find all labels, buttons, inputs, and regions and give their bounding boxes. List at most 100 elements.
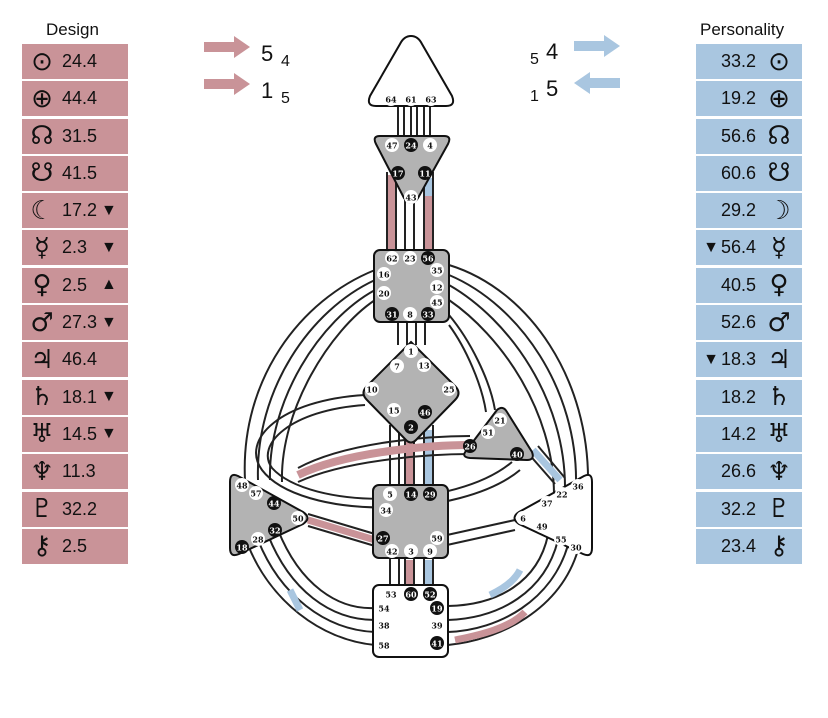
gate-circle — [251, 532, 265, 546]
gate-number: 18 — [236, 543, 248, 553]
gate-circle — [493, 413, 507, 427]
gate-32: 32 — [268, 523, 282, 537]
personality-row-north-node: 56.6☊ — [696, 118, 802, 154]
sun-icon: ⊙ — [768, 46, 790, 77]
design-value: 11.3 — [62, 461, 96, 482]
personality-marker: ▼ — [703, 238, 719, 256]
gate-number: 63 — [425, 95, 437, 105]
gate-number: 44 — [268, 499, 280, 509]
gate-15: 15 — [387, 403, 401, 417]
gate-number: 34 — [380, 506, 392, 516]
personality-value: 14.2 — [720, 423, 756, 444]
personality-value: 33.2 — [720, 51, 756, 71]
personality-row-neptune: 26.6♆ — [696, 454, 802, 490]
gate-number: 39 — [431, 621, 443, 631]
gate-circle — [387, 403, 401, 417]
gate-number: 54 — [378, 604, 390, 614]
gate-44: 44 — [267, 496, 281, 510]
gate-number: 33 — [422, 310, 434, 320]
gate-22: 22 — [555, 487, 569, 501]
gate-37: 37 — [540, 496, 554, 510]
design-value: 17.2 — [62, 200, 98, 221]
moon-icon: ☽ — [767, 195, 791, 226]
earth-icon: ⊕ — [31, 83, 53, 114]
gate-circle — [385, 307, 399, 321]
solar-plexus-center — [513, 473, 593, 557]
gate-35: 35 — [430, 263, 444, 277]
gate-circle — [377, 618, 391, 632]
design-row-jupiter: ♃46.4 — [22, 342, 128, 378]
design-row-earth: ⊕44.4 — [22, 81, 128, 117]
personality-row-jupiter: ▼18.3♃ — [696, 342, 802, 378]
personality-value: 18.3 — [720, 349, 756, 370]
gate-11: 11 — [418, 166, 432, 180]
gate-number: 8 — [407, 310, 413, 320]
design-value: 18.1 — [62, 386, 98, 407]
gate-number: 13 — [418, 361, 430, 371]
gate-64: 64 — [384, 92, 398, 106]
personality-bottom-variable-sub: 1 — [530, 88, 539, 105]
personality-value: 19.2 — [720, 88, 756, 109]
gate-number: 7 — [394, 362, 400, 372]
design-row-moon: ☾17.2▼ — [22, 193, 128, 229]
personality-row-chiron: 23.4⚷ — [696, 528, 802, 564]
pluto-icon: ♇ — [767, 494, 791, 525]
design-value: 41.5 — [62, 162, 98, 183]
gate-number: 17 — [392, 169, 403, 179]
design-row-chiron: ⚷2.5 — [22, 528, 128, 564]
gate-number: 43 — [405, 193, 417, 203]
personality-row-earth: 19.2⊕ — [696, 81, 802, 117]
gate-40: 40 — [510, 447, 524, 461]
throat-center — [373, 249, 450, 323]
gate-circle — [379, 503, 393, 517]
gate-number: 59 — [431, 534, 443, 544]
design-row-venus: ♀2.5▲ — [22, 267, 128, 303]
design-row-sun: ⊙24.4 — [22, 44, 128, 79]
gate-number: 4 — [427, 141, 433, 151]
personality-planet-column: 33.2⊙ 19.2⊕ 56.6☊ 60.6☋ 29.2☽ ▼56.4☿ 40.… — [696, 44, 802, 566]
gate-39: 39 — [430, 618, 444, 632]
gate-number: 29 — [424, 490, 436, 500]
gate-43: 43 — [404, 190, 418, 204]
gate-7: 7 — [390, 359, 404, 373]
gate-13: 13 — [417, 358, 431, 372]
personality-value: 56.6 — [720, 125, 756, 146]
mars-icon: ♂ — [30, 307, 54, 338]
gate-50: 50 — [291, 511, 305, 525]
neptune-icon: ♆ — [30, 456, 54, 487]
gate-number: 51 — [482, 428, 493, 438]
gate-number: 15 — [388, 406, 399, 416]
gate-circle — [555, 487, 569, 501]
gate-number: 49 — [536, 522, 548, 532]
gate-6: 6 — [516, 511, 530, 525]
gate-circle — [430, 636, 444, 650]
gate-circle — [403, 307, 417, 321]
gate-circle — [569, 540, 583, 554]
gate-number: 35 — [431, 266, 442, 276]
gate-29: 29 — [423, 487, 437, 501]
gate-number: 22 — [556, 490, 567, 500]
personality-bottom-arrow-icon — [574, 72, 620, 94]
venus-icon: ♀ — [32, 270, 52, 301]
design-top-variable-sub: 4 — [281, 53, 290, 70]
gate-circle — [377, 267, 391, 281]
gate-number: 9 — [427, 547, 433, 557]
gate-number: 28 — [252, 535, 264, 545]
gate-31: 31 — [385, 307, 399, 321]
pluto-icon: ♇ — [30, 494, 54, 525]
gate-circle — [423, 138, 437, 152]
gate-30: 30 — [569, 540, 583, 554]
personality-value: 40.5 — [720, 274, 756, 295]
saturn-icon: ♄ — [767, 382, 791, 413]
gate-47: 47 — [385, 138, 399, 152]
gate-28: 28 — [251, 532, 265, 546]
gate-number: 24 — [405, 141, 417, 151]
gate-14: 14 — [404, 487, 418, 501]
design-marker: ▲ — [101, 276, 117, 294]
gate-circle — [267, 496, 281, 510]
gate-circle — [430, 618, 444, 632]
gate-circle — [463, 439, 477, 453]
gate-55: 55 — [554, 532, 568, 546]
gate-circle — [424, 92, 438, 106]
gate-circle — [376, 531, 390, 545]
